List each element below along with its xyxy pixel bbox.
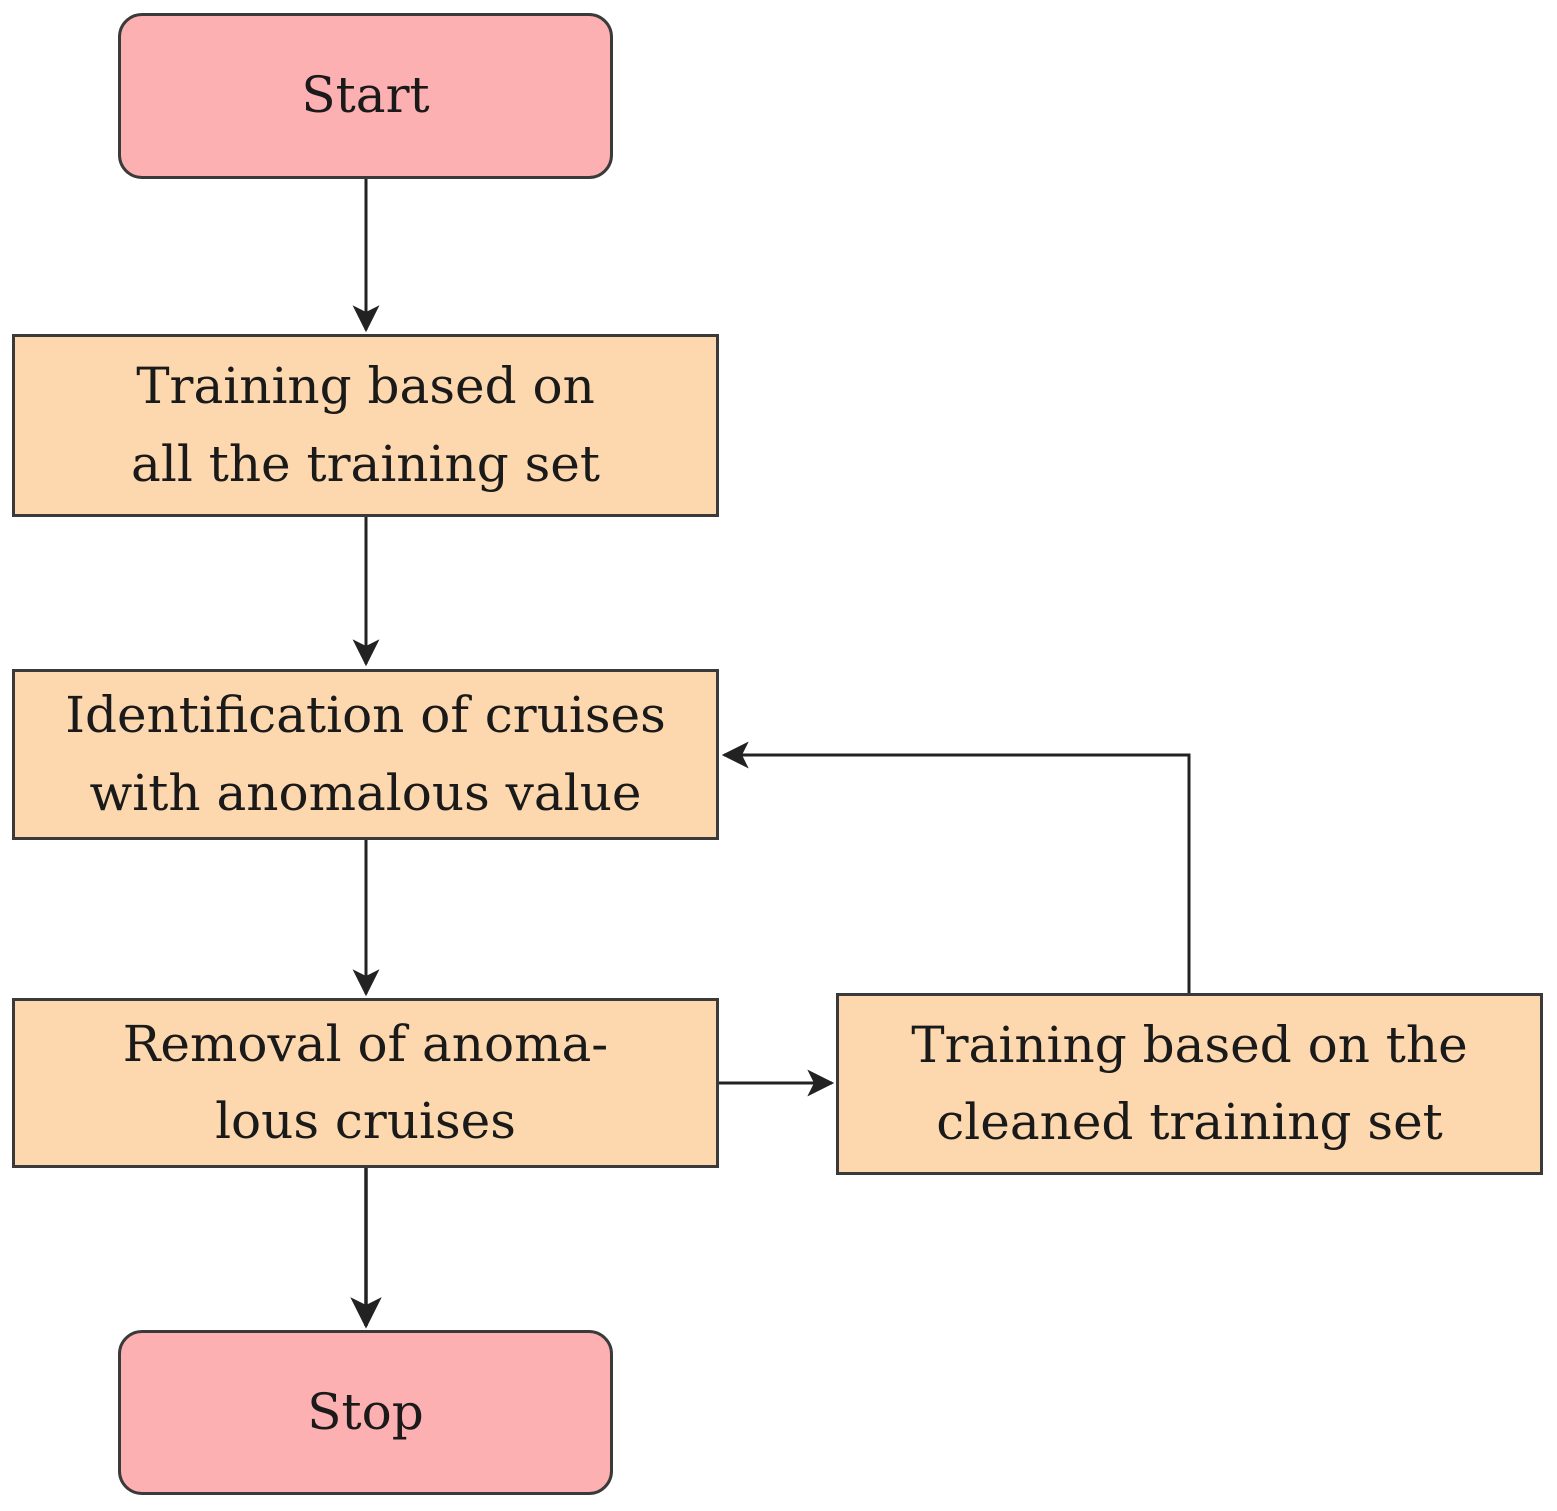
training-all-node: Training based on all the training set [12,334,719,517]
training-all-label-line-1: Training based on [136,357,595,415]
identification-label-line-2: with anomalous value [89,763,642,822]
stop-node: Stop [118,1330,613,1495]
training-cleaned-label-line-2: cleaned training set [936,1093,1443,1151]
stop-label: Stop [307,1382,424,1441]
training-cleaned-node: Training based on the cleaned training s… [836,993,1543,1175]
edge-training-cleaned-to-identification [721,741,1191,993]
removal-label-line-1: Removal of anoma- [122,1014,609,1073]
removal-node: Removal of anoma- lous cruises [12,998,719,1168]
identification-label-line-1: Identification of cruises [65,686,666,744]
identification-node: Identification of cruises with anomalous… [12,669,719,840]
training-all-label-line-2: all the training set [131,434,600,493]
start-node: Start [118,13,613,179]
start-label: Start [301,66,430,125]
removal-label-line-2: lous cruises [215,1092,516,1150]
training-cleaned-label-line-1: Training based on the [911,1015,1468,1074]
